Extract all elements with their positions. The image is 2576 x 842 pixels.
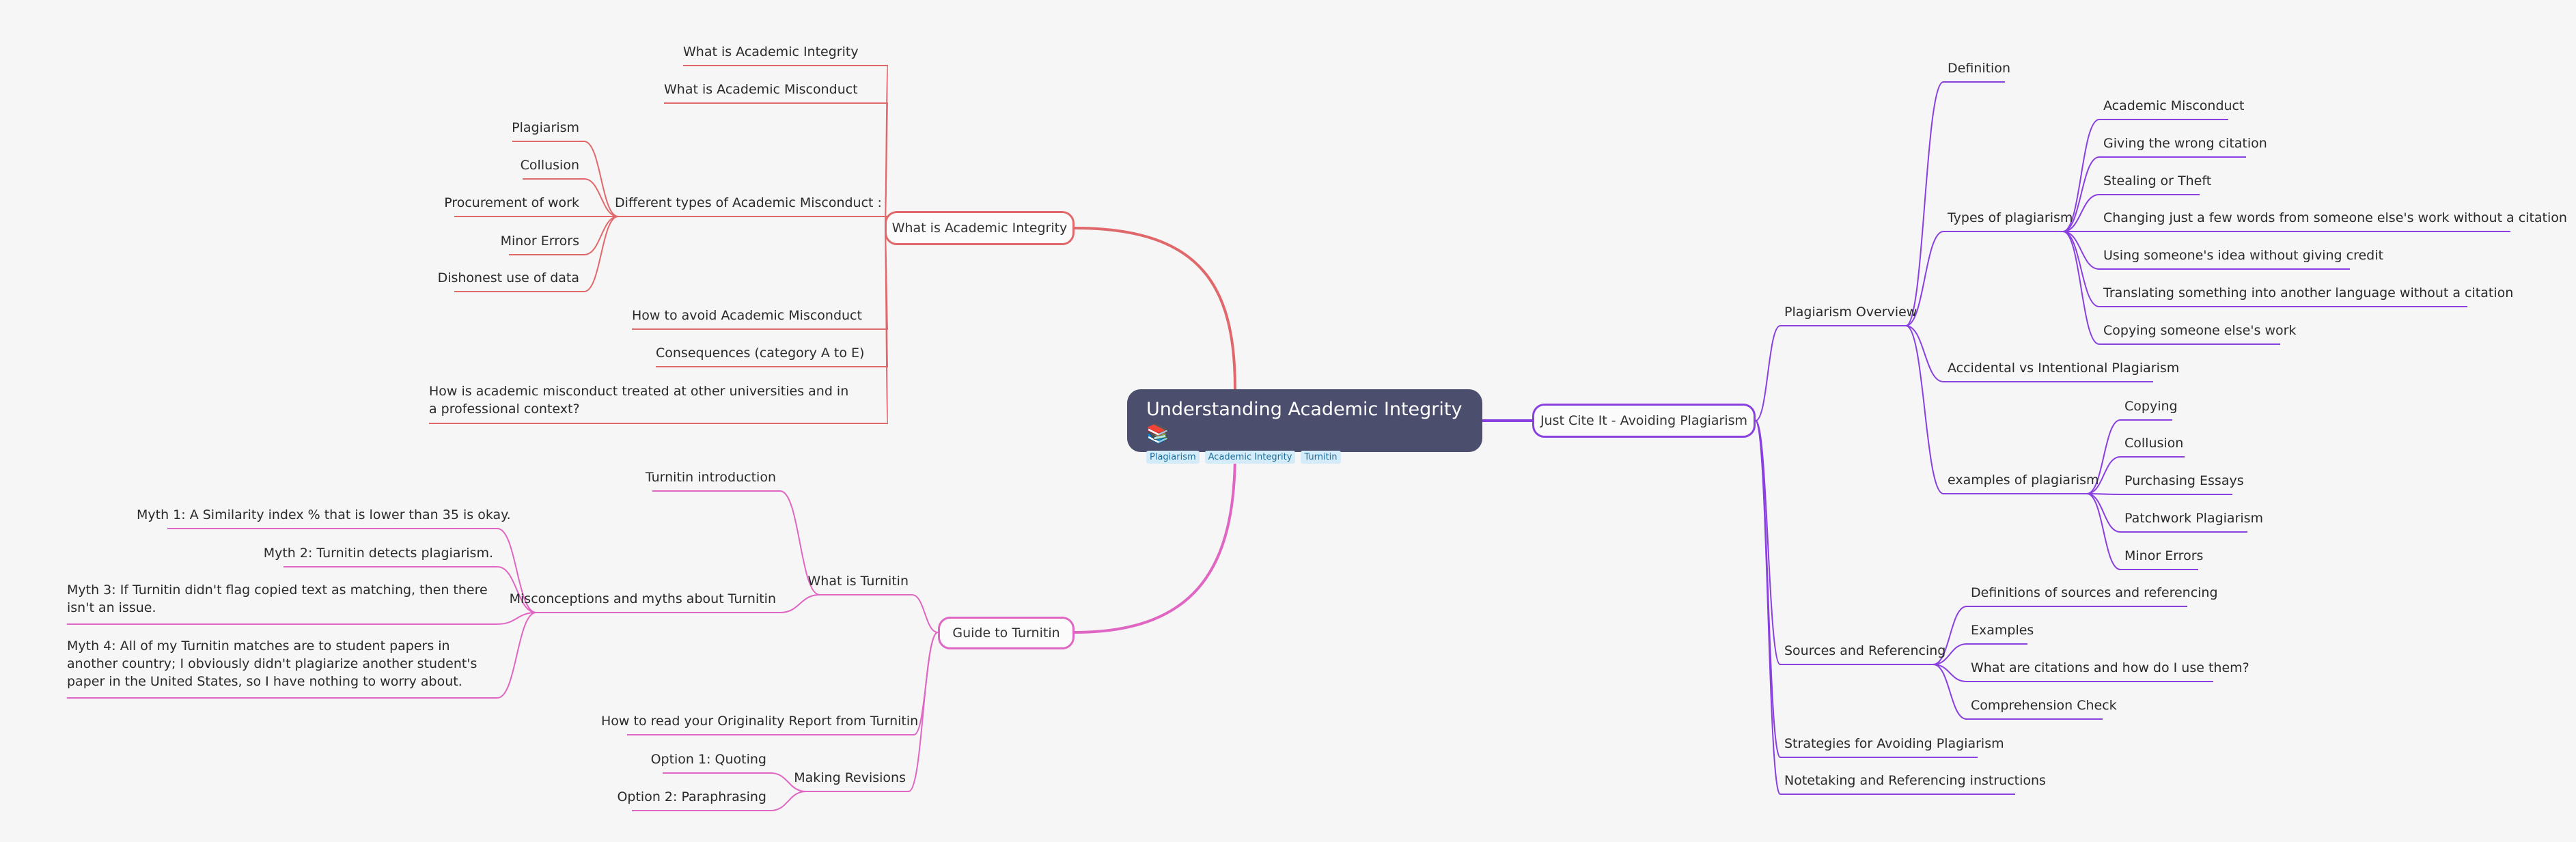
connector-line — [779, 490, 820, 595]
plagiarism-type[interactable]: Using someone's idea without giving cred… — [2103, 248, 2383, 263]
misconduct-type[interactable]: Collusion — [520, 158, 579, 173]
revision-option[interactable]: Option 2: Paraphrasing — [617, 789, 766, 804]
cite-definition[interactable]: Definition — [1948, 61, 2011, 76]
turnitin-whatis-node[interactable]: What is Turnitin — [807, 574, 909, 589]
plagiarism-example[interactable]: Minor Errors — [2124, 548, 2204, 563]
integrity-types-node[interactable]: Different types of Academic Misconduct : — [615, 195, 882, 210]
plagiarism-type[interactable]: Giving the wrong citation — [2103, 136, 2267, 151]
turnitin-myth[interactable]: Myth 3: If Turnitin didn't flag copied t… — [67, 583, 488, 615]
connector-line — [2062, 194, 2100, 232]
source-item[interactable]: Comprehension Check — [1971, 698, 2117, 713]
connector-line — [2086, 419, 2121, 494]
turnitin-revisions-node[interactable]: Making Revisions — [794, 770, 906, 785]
tag-plagiarism[interactable]: Plagiarism — [1146, 451, 1200, 464]
integrity-item[interactable]: What is Academic Integrity — [683, 44, 859, 59]
cite-accidental[interactable]: Accidental vs Intentional Plagiarism — [1948, 361, 2180, 376]
turnitin-report[interactable]: How to read your Originality Report from… — [601, 714, 919, 729]
connector-line — [497, 612, 537, 699]
connector-line — [583, 141, 619, 217]
plagiarism-example[interactable]: Patchwork Plagiarism — [2124, 511, 2264, 526]
root-tags: Plagiarism Academic Integrity Turnitin — [1146, 451, 1463, 464]
revision-option[interactable]: Option 1: Quoting — [650, 752, 766, 767]
plagiarism-type[interactable]: Copying someone else's work — [2103, 323, 2297, 338]
plagiarism-type[interactable]: Translating something into another langu… — [2103, 285, 2514, 300]
cite-sources-node[interactable]: Sources and Referencing — [1784, 643, 1946, 658]
connector-line — [583, 216, 619, 292]
connector-line — [1933, 664, 1967, 720]
plagiarism-example[interactable]: Copying — [2124, 399, 2178, 414]
connector-line — [1905, 325, 1944, 494]
integrity-item[interactable]: Consequences (category A to E) — [656, 346, 865, 361]
connector-line — [1905, 325, 1944, 382]
connector-line — [911, 594, 939, 633]
branch-cite-node[interactable]: Just Cite It - Avoiding Plagiarism — [1532, 404, 1756, 438]
source-item[interactable]: Definitions of sources and referencing — [1971, 585, 2218, 600]
connector-line — [1933, 606, 1967, 665]
connector-line — [2062, 119, 2100, 232]
root-node[interactable]: Understanding Academic Integrity 📚 Plagi… — [1127, 389, 1482, 464]
connector-line — [1755, 420, 1781, 665]
connector-line — [1074, 227, 1236, 390]
misconduct-type[interactable]: Plagiarism — [512, 120, 579, 135]
root-title: Understanding Academic Integrity 📚 — [1146, 399, 1463, 445]
cite-overview-node[interactable]: Plagiarism Overview — [1784, 305, 1917, 320]
connector-line — [2062, 231, 2100, 345]
plagiarism-type[interactable]: Academic Misconduct — [2103, 98, 2245, 113]
connector-line — [583, 178, 619, 217]
connector-line — [497, 528, 537, 613]
connector-line — [1905, 81, 1944, 326]
connector-line — [2086, 493, 2121, 533]
cite-notetaking[interactable]: Notetaking and Referencing instructions — [1784, 773, 2046, 788]
connector-line — [1905, 231, 1944, 326]
connector-line — [1755, 420, 1781, 795]
tag-academic-integrity[interactable]: Academic Integrity — [1204, 451, 1296, 464]
connector-line — [1933, 643, 1967, 665]
connector-line — [1755, 325, 1781, 421]
connector-line — [908, 632, 939, 792]
turnitin-myths-node[interactable]: Misconceptions and myths about Turnitin — [509, 591, 776, 606]
connector-line — [1933, 664, 1967, 682]
connector-line — [583, 216, 619, 255]
integrity-item[interactable]: What is Academic Misconduct — [664, 82, 858, 97]
connector-line — [2062, 156, 2100, 232]
plagiarism-type[interactable]: Stealing or Theft — [2103, 173, 2212, 188]
source-item[interactable]: What are citations and how do I use them… — [1971, 660, 2249, 675]
connector-line — [497, 566, 537, 613]
plagiarism-example[interactable]: Collusion — [2124, 436, 2184, 451]
cite-strategies[interactable]: Strategies for Avoiding Plagiarism — [1784, 736, 2004, 751]
connector-line — [779, 594, 820, 613]
connector-line — [1074, 451, 1236, 634]
misconduct-type[interactable]: Minor Errors — [500, 234, 579, 249]
plagiarism-type[interactable]: Changing just a few words from someone e… — [2103, 210, 2567, 225]
source-item[interactable]: Examples — [1971, 623, 2034, 638]
connector-line — [770, 791, 807, 811]
connector-line — [497, 612, 537, 625]
turnitin-myth[interactable]: Myth 1: A Similarity index % that is low… — [137, 507, 511, 522]
tag-turnitin[interactable]: Turnitin — [1301, 451, 1341, 464]
connector-line — [2062, 231, 2100, 307]
misconduct-type[interactable]: Procurement of work — [444, 195, 579, 210]
connector-line — [770, 772, 807, 792]
cite-examples-node[interactable]: examples of plagiarism — [1948, 473, 2099, 488]
branch-integrity-node[interactable]: What is Academic Integrity — [885, 211, 1075, 245]
connector-line — [2086, 493, 2121, 570]
misconduct-type[interactable]: Dishonest use of data — [437, 270, 579, 285]
branch-turnitin-node[interactable]: Guide to Turnitin — [938, 617, 1075, 649]
plagiarism-example[interactable]: Purchasing Essays — [2124, 473, 2244, 488]
turnitin-myth[interactable]: Myth 2: Turnitin detects plagiarism. — [263, 546, 493, 561]
integrity-item[interactable]: How to avoid Academic Misconduct — [632, 308, 862, 323]
turnitin-intro[interactable]: Turnitin introduction — [645, 470, 776, 485]
turnitin-myth[interactable]: Myth 4: All of my Turnitin matches are t… — [67, 638, 477, 689]
cite-types-node[interactable]: Types of plagiarism — [1948, 210, 2073, 225]
connector-line — [2062, 231, 2100, 270]
connector-line — [2086, 456, 2121, 494]
integrity-item[interactable]: How is academic misconduct treated at ot… — [429, 384, 849, 417]
